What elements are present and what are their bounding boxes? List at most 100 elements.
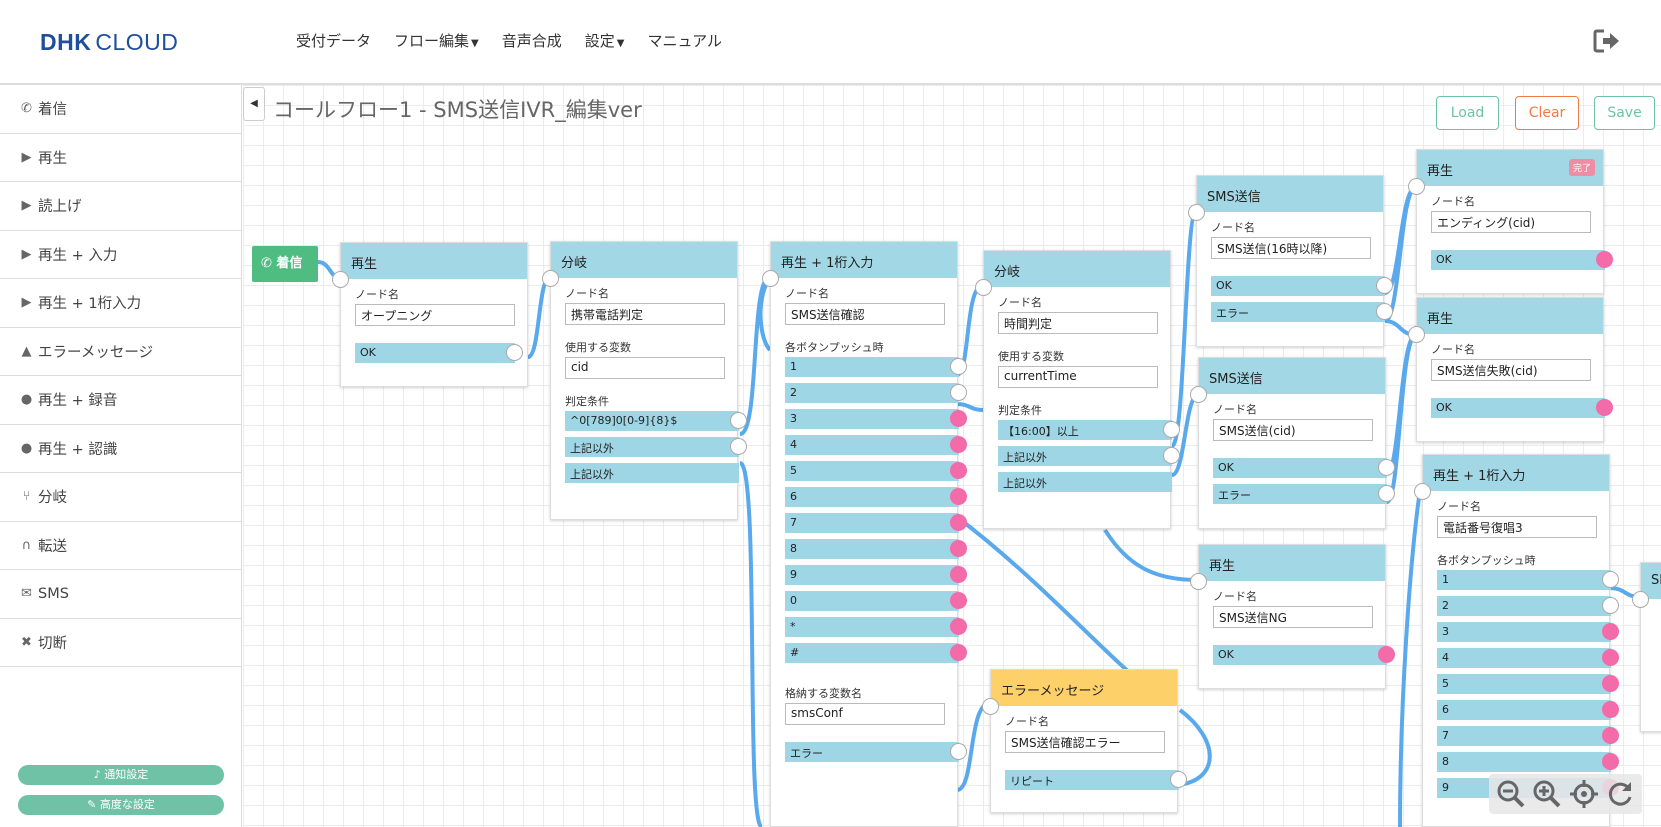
advanced-settings-button[interactable]: ✎ 高度な設定: [18, 795, 224, 815]
output-port-unconnected[interactable]: [950, 644, 967, 661]
output-port-unconnected[interactable]: [950, 618, 967, 635]
collapse-sidebar-button[interactable]: ◀: [243, 87, 265, 121]
nav-settings[interactable]: 設定▼: [585, 30, 625, 51]
nav-speech-synthesis[interactable]: 音声合成: [501, 32, 562, 50]
output-port-unconnected[interactable]: [950, 410, 967, 427]
play-digit-node-sms-confirm[interactable]: 再生 + 1桁入力 ノード名 SMS送信確認 各ボタンプッシュ時 1 2 3 4…: [762, 241, 967, 827]
output-port[interactable]: [950, 358, 967, 375]
output-port[interactable]: [1378, 459, 1395, 476]
sidebar-item-play-recognize[interactable]: ●再生 + 認識: [0, 425, 241, 473]
input-port[interactable]: [1190, 573, 1207, 590]
input-port[interactable]: [1414, 483, 1431, 500]
nav-reception-data[interactable]: 受付データ: [296, 32, 372, 50]
zoom-in-icon[interactable]: [1532, 779, 1562, 809]
play-node-ending[interactable]: 再生完了 ノード名 エンディング(cid) OK: [1408, 149, 1613, 294]
nav-manual[interactable]: マニュアル: [647, 32, 723, 50]
node-name-field[interactable]: 時間判定: [998, 312, 1158, 334]
incoming-call-node[interactable]: ✆ 着信: [252, 246, 318, 282]
output-port[interactable]: [1602, 597, 1619, 614]
output-port[interactable]: [1163, 421, 1180, 438]
input-port[interactable]: [982, 698, 999, 715]
output-port-unconnected[interactable]: [1602, 727, 1619, 744]
output-port-unconnected[interactable]: [1602, 623, 1619, 640]
save-button[interactable]: Save: [1594, 96, 1655, 130]
sidebar-item-incoming[interactable]: ✆着信: [0, 85, 241, 134]
output-port-unconnected[interactable]: [950, 540, 967, 557]
output-port-unconnected[interactable]: [950, 592, 967, 609]
node-name-field[interactable]: 電話番号復唱3: [1437, 516, 1597, 538]
nav-flow-edit[interactable]: フロー編集▼: [394, 30, 479, 51]
input-port[interactable]: [1190, 386, 1207, 403]
output-port[interactable]: [1170, 771, 1187, 788]
input-port[interactable]: [332, 271, 349, 288]
output-port-unconnected[interactable]: [950, 436, 967, 453]
sidebar-item-play-record[interactable]: ●再生 + 録音: [0, 376, 241, 425]
sign-out-icon[interactable]: [1593, 28, 1621, 54]
branch-node-time[interactable]: 分岐 ノード名 時間判定 使用する変数 currentTime 判定条件 【16…: [975, 250, 1180, 529]
clear-button[interactable]: Clear: [1515, 96, 1579, 130]
input-port[interactable]: [1408, 326, 1425, 343]
output-port[interactable]: [730, 438, 747, 455]
output-port[interactable]: [1376, 303, 1393, 320]
sidebar-item-transfer[interactable]: ∩転送: [0, 522, 241, 570]
output-port[interactable]: [730, 412, 747, 429]
crosshair-icon[interactable]: [1569, 779, 1599, 809]
node-name-field[interactable]: SMS送信(16時以降): [1211, 237, 1371, 259]
input-port[interactable]: [1408, 178, 1425, 195]
sms-node-after-16[interactable]: SMS送信 ノード名 SMS送信(16時以降) OK エラー: [1188, 175, 1393, 347]
output-port-unconnected[interactable]: [1602, 701, 1619, 718]
output-port-unconnected[interactable]: [1602, 649, 1619, 666]
output-port-unconnected[interactable]: [1596, 251, 1613, 268]
load-button[interactable]: Load: [1436, 96, 1499, 130]
branch-node-mobile[interactable]: 分岐 ノード名 携帯電話判定 使用する変数 cid 判定条件 ^0[789]0[…: [542, 241, 747, 520]
play-node-opening[interactable]: 再生 ノード名 オープニング OK: [332, 242, 528, 387]
variable-field[interactable]: currentTime: [998, 366, 1158, 388]
sidebar-item-play-input[interactable]: ▶再生 + 入力: [0, 231, 241, 279]
node-name-field[interactable]: SMS送信失敗(cid): [1431, 359, 1591, 381]
input-port[interactable]: [762, 270, 779, 287]
output-port[interactable]: [506, 344, 523, 361]
node-name-field[interactable]: オープニング: [355, 304, 515, 326]
node-name-field[interactable]: SMS送信確認エラー: [1005, 731, 1165, 753]
notification-settings-button[interactable]: ♪ 通知設定: [18, 765, 224, 785]
output-port-unconnected[interactable]: [1378, 646, 1395, 663]
output-port[interactable]: [1376, 277, 1393, 294]
node-name-field[interactable]: エンディング(cid): [1431, 211, 1591, 233]
input-port[interactable]: [1188, 204, 1205, 221]
zoom-out-icon[interactable]: [1496, 779, 1526, 809]
play-node-sms-ng[interactable]: 再生 ノード名 SMS送信NG OK: [1190, 544, 1395, 689]
sidebar-item-error-message[interactable]: ▲エラーメッセージ: [0, 328, 241, 376]
sidebar-item-sms[interactable]: ✉SMS: [0, 570, 241, 619]
output-port-unconnected[interactable]: [950, 488, 967, 505]
output-port[interactable]: [950, 384, 967, 401]
node-name-field[interactable]: SMS送信(cid): [1213, 419, 1373, 441]
sidebar-item-read-aloud[interactable]: ▶読上げ: [0, 182, 241, 231]
output-port-unconnected[interactable]: [1602, 675, 1619, 692]
output-port[interactable]: [950, 743, 967, 760]
variable-field[interactable]: cid: [565, 357, 725, 379]
play-digit-node-phone-repeat[interactable]: 再生 + 1桁入力 ノード名 電話番号復唱3 各ボタンプッシュ時 1 2 3 4…: [1414, 454, 1619, 827]
output-port-unconnected[interactable]: [950, 462, 967, 479]
output-port[interactable]: [1602, 571, 1619, 588]
output-port-unconnected[interactable]: [1596, 399, 1613, 416]
node-name-field[interactable]: 携帯電話判定: [565, 303, 725, 325]
sidebar-item-play[interactable]: ▶再生: [0, 134, 241, 182]
play-node-sms-fail[interactable]: 再生 ノード名 SMS送信失敗(cid) OK: [1408, 297, 1613, 442]
input-port[interactable]: [542, 270, 559, 287]
error-message-node[interactable]: エラーメッセージ ノード名 SMS送信確認エラー リピート: [982, 669, 1187, 813]
sidebar-item-play-digit[interactable]: ▶再生 + 1桁入力: [0, 279, 241, 328]
store-variable-field[interactable]: smsConf: [785, 703, 945, 725]
sidebar-item-branch[interactable]: ⑂分岐: [0, 473, 241, 522]
sms-node-cid[interactable]: SMS送信 ノード名 SMS送信(cid) OK エラー: [1190, 357, 1395, 529]
output-port-unconnected[interactable]: [950, 566, 967, 583]
output-port-unconnected[interactable]: [1602, 753, 1619, 770]
output-port[interactable]: [1378, 485, 1395, 502]
node-name-field[interactable]: SMS送信確認: [785, 303, 945, 325]
output-port-unconnected[interactable]: [950, 514, 967, 531]
refresh-icon[interactable]: [1605, 779, 1635, 809]
output-port[interactable]: [1163, 447, 1180, 464]
sidebar-item-hangup[interactable]: ✖切断: [0, 619, 241, 667]
input-port[interactable]: [1632, 591, 1649, 608]
input-port[interactable]: [975, 279, 992, 296]
